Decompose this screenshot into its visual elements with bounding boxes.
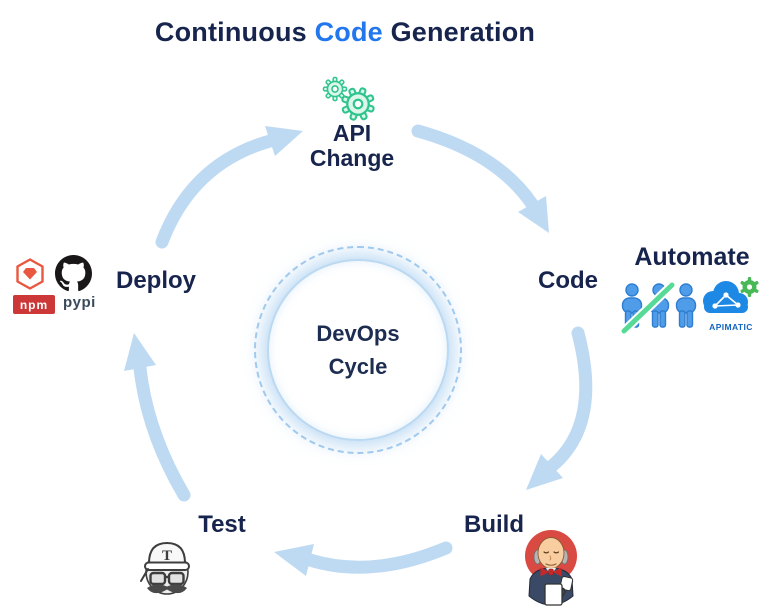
stage-label-api-change: API Change bbox=[298, 121, 406, 171]
api-change-line1: API bbox=[332, 120, 372, 146]
arrow-deploy-to-apichange bbox=[155, 134, 277, 249]
rubygems-icon bbox=[16, 258, 44, 290]
center-label-line1: DevOps bbox=[316, 321, 400, 346]
arrow-test-to-deploy bbox=[133, 361, 191, 502]
arrowhead-apichange bbox=[265, 126, 303, 156]
arrowhead-test bbox=[274, 544, 314, 576]
title-part1: Continuous bbox=[154, 17, 315, 47]
npm-logo: npm bbox=[13, 295, 55, 314]
arrowhead-deploy bbox=[124, 333, 156, 371]
travis-helmet-letter: T bbox=[162, 548, 172, 564]
team-crossed-out-icon bbox=[620, 280, 697, 335]
arrowhead-code bbox=[518, 196, 549, 233]
arrowhead-build bbox=[526, 454, 563, 490]
arrow-build-to-test bbox=[303, 541, 453, 574]
apimatic-caption: APIMATIC bbox=[709, 322, 753, 332]
center-dashed-ring bbox=[254, 246, 462, 454]
api-change-line2: Change bbox=[309, 145, 395, 171]
apimatic-cloud-gear-icon bbox=[703, 277, 759, 313]
github-icon bbox=[55, 255, 92, 292]
travis-ci-icon: T bbox=[140, 541, 190, 595]
automate-label: Automate bbox=[634, 243, 750, 271]
slash-line bbox=[621, 282, 675, 334]
stage-label-deploy: Deploy bbox=[115, 267, 196, 294]
stage-label-test: Test bbox=[198, 511, 246, 538]
center-circle: DevOps Cycle bbox=[267, 259, 449, 441]
arrow-apichange-to-code bbox=[411, 124, 539, 211]
pypi-logo: pypi bbox=[63, 294, 96, 311]
jenkins-icon bbox=[525, 530, 577, 606]
arrow-code-to-build bbox=[545, 326, 593, 473]
gears-icon bbox=[322, 76, 381, 124]
apimatic-logo: APIMATIC bbox=[699, 275, 763, 332]
stage-label-build: Build bbox=[464, 511, 524, 538]
apimatic-gear bbox=[740, 277, 759, 297]
center-label-line2: Cycle bbox=[328, 354, 388, 379]
stage-label-code: Code bbox=[538, 267, 598, 294]
title-part2: Generation bbox=[382, 17, 536, 47]
page-title: Continuous Code Generation bbox=[0, 17, 690, 48]
title-highlight: Code bbox=[314, 17, 383, 47]
